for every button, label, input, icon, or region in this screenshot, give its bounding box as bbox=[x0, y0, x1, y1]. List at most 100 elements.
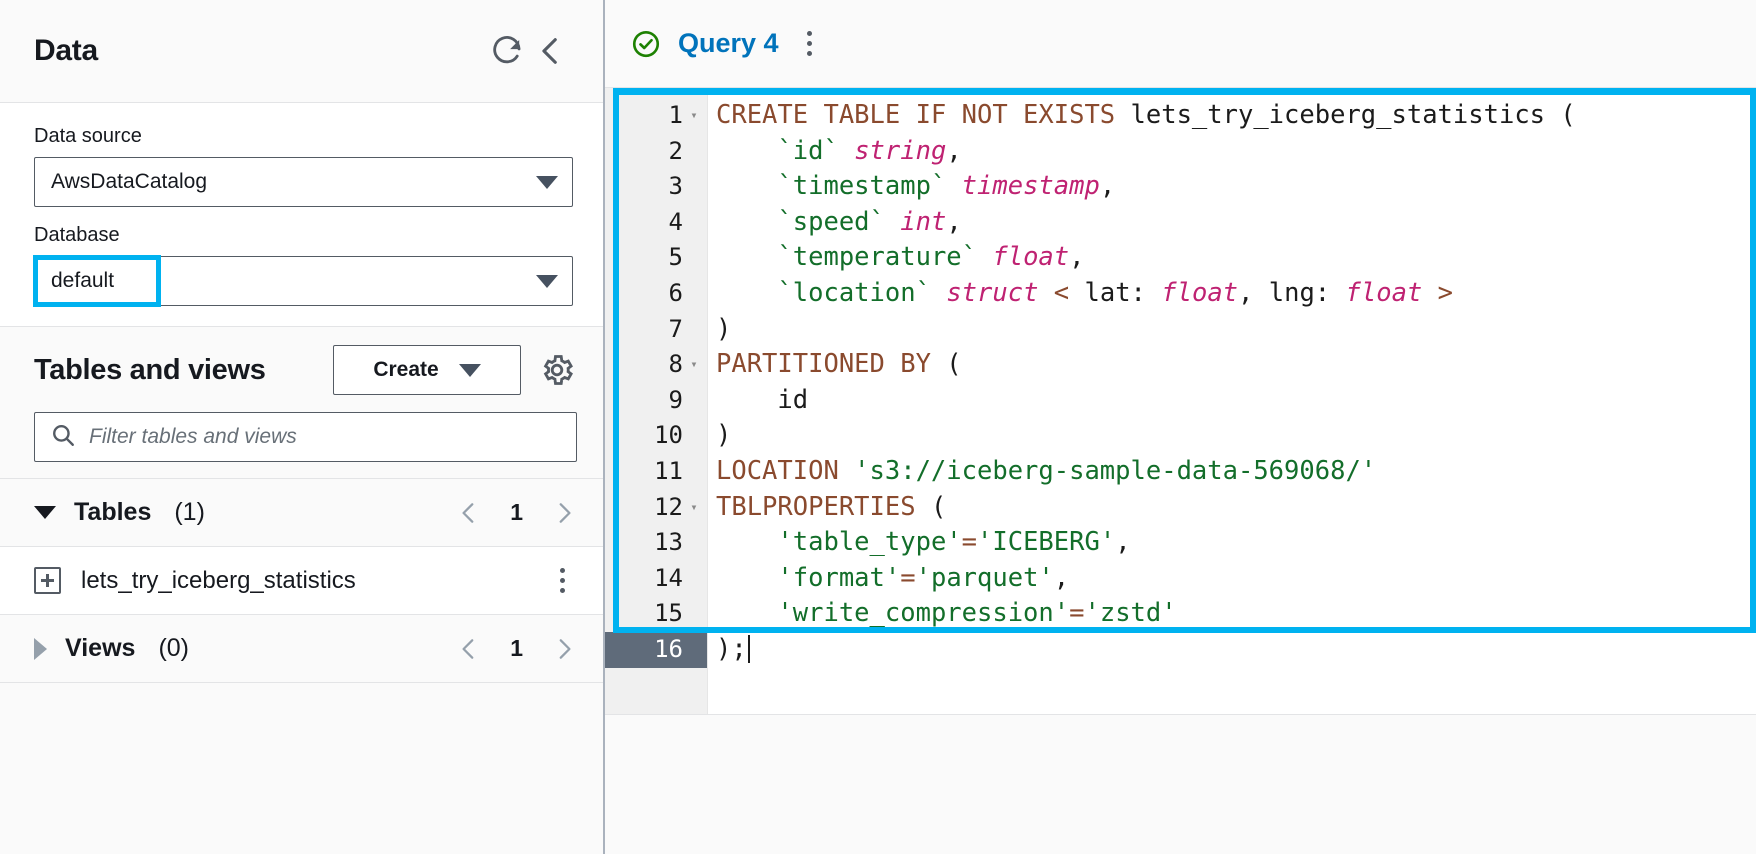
code-line-15[interactable]: 'write_compression'='zstd' bbox=[716, 596, 1756, 632]
gutter-line-6[interactable]: 6 bbox=[605, 276, 707, 312]
collapse-panel-icon[interactable] bbox=[529, 29, 573, 73]
token-kw: CREATE TABLE IF NOT EXISTS bbox=[716, 100, 1131, 130]
fold-toggle-icon[interactable]: ▾ bbox=[690, 357, 698, 372]
code-line-1[interactable]: CREATE TABLE IF NOT EXISTS lets_try_iceb… bbox=[716, 98, 1756, 134]
prev-page-icon[interactable] bbox=[456, 500, 482, 526]
token-kw: LOCATION bbox=[716, 455, 855, 486]
editor-highlight-top bbox=[613, 88, 1756, 95]
plus-box-icon[interactable] bbox=[34, 567, 61, 594]
gutter-line-15[interactable]: 15 bbox=[605, 596, 707, 632]
gutter-line-9[interactable]: 9 bbox=[605, 383, 707, 419]
code-line-11[interactable]: LOCATION 's3://iceberg-sample-data-56906… bbox=[716, 454, 1756, 490]
gutter-line-7[interactable]: 7 bbox=[605, 312, 707, 348]
token-punct: , bbox=[1053, 562, 1070, 593]
gutter-line-3[interactable]: 3 bbox=[605, 169, 707, 205]
database-select[interactable]: default bbox=[34, 256, 573, 306]
line-number: 11 bbox=[654, 456, 683, 485]
chevron-down-icon[interactable] bbox=[34, 506, 56, 519]
query-tab-bar: Query 4 bbox=[605, 0, 1756, 88]
prev-page-icon[interactable] bbox=[456, 636, 482, 662]
kebab-menu-icon[interactable] bbox=[796, 31, 824, 56]
token-typ: struct bbox=[946, 277, 1039, 308]
gutter-line-2[interactable]: 2 bbox=[605, 134, 707, 170]
token-op: > bbox=[1422, 277, 1453, 308]
filter-tables-box[interactable] bbox=[34, 412, 577, 462]
line-number: 14 bbox=[654, 563, 683, 592]
gutter-line-16[interactable]: 16 bbox=[605, 631, 707, 668]
refresh-icon[interactable] bbox=[485, 29, 529, 73]
next-page-icon[interactable] bbox=[551, 636, 577, 662]
current-page-views[interactable]: 1 bbox=[510, 635, 523, 661]
fold-toggle-icon[interactable]: ▾ bbox=[690, 108, 698, 122]
sidebar-header: Data bbox=[0, 0, 603, 103]
kebab-menu-icon[interactable] bbox=[547, 568, 577, 593]
token-typ: float bbox=[992, 242, 1070, 273]
token-bq: `id` bbox=[777, 135, 839, 166]
token-str: 'ICEBERG' bbox=[977, 527, 1116, 558]
data-source-select[interactable]: AwsDataCatalog bbox=[34, 157, 573, 207]
code-line-14[interactable]: 'format'='parquet', bbox=[716, 561, 1756, 597]
token-str: 'parquet' bbox=[915, 562, 1054, 593]
token-punct: ( bbox=[930, 491, 947, 522]
editor-bottom-pane bbox=[605, 714, 1756, 854]
gutter-line-5[interactable]: 5 bbox=[605, 240, 707, 276]
gutter-line-1[interactable]: 1▾ bbox=[605, 98, 707, 134]
group-label-views: Views bbox=[65, 634, 136, 662]
token-op: < bbox=[1038, 277, 1085, 308]
gutter-line-12[interactable]: 12 ▾ bbox=[605, 490, 707, 526]
code-line-6[interactable]: `location` struct < lat: float, lng: flo… bbox=[716, 276, 1756, 312]
gutter-line-4[interactable]: 4 bbox=[605, 205, 707, 241]
token-ident: id bbox=[716, 384, 809, 415]
token-op: = bbox=[1069, 598, 1085, 629]
code-line-10[interactable]: ) bbox=[716, 418, 1756, 454]
token-ident bbox=[977, 242, 992, 272]
fold-toggle-icon[interactable]: ▾ bbox=[690, 499, 698, 514]
code-line-8[interactable]: PARTITIONED BY ( bbox=[716, 347, 1756, 383]
filter-tables-input[interactable] bbox=[89, 425, 561, 449]
source-selectors: Data source AwsDataCatalog Database defa… bbox=[0, 103, 603, 327]
create-button[interactable]: Create bbox=[333, 345, 521, 395]
code-line-2[interactable]: `id` string, bbox=[716, 134, 1756, 170]
code-line-3[interactable]: `timestamp` timestamp, bbox=[716, 169, 1756, 205]
check-circle-icon bbox=[631, 29, 661, 59]
token-kw: PARTITIONED BY bbox=[716, 349, 947, 380]
tab-query-4[interactable]: Query 4 bbox=[678, 28, 779, 58]
gutter-line-8[interactable]: 8▾ bbox=[605, 347, 707, 383]
code-line-9[interactable]: id bbox=[716, 383, 1756, 419]
token-ident bbox=[946, 171, 961, 201]
code-line-4[interactable]: `speed` int, bbox=[716, 205, 1756, 241]
next-page-icon[interactable] bbox=[551, 500, 577, 526]
gutter-line-14[interactable]: 14 bbox=[605, 561, 707, 597]
group-header-tables[interactable]: Tables (1) 1 bbox=[0, 479, 603, 547]
token-ident bbox=[716, 278, 777, 308]
token-str: 's3://iceberg-sample-data-569068/' bbox=[854, 455, 1377, 486]
gear-icon[interactable] bbox=[537, 350, 577, 390]
sql-text[interactable]: CREATE TABLE IF NOT EXISTS lets_try_iceb… bbox=[708, 88, 1756, 854]
database-value: default bbox=[51, 269, 115, 292]
token-bq: `temperature` bbox=[777, 242, 978, 273]
group-header-views[interactable]: Views (0) 1 bbox=[0, 615, 603, 683]
token-ident bbox=[716, 207, 777, 237]
chevron-down-icon bbox=[536, 175, 558, 189]
code-line-5[interactable]: `temperature` float, bbox=[716, 240, 1756, 276]
line-number: 12 bbox=[654, 492, 683, 521]
database-label: Database bbox=[34, 224, 120, 246]
gutter-line-10[interactable]: 10 bbox=[605, 418, 707, 454]
code-line-13[interactable]: 'table_type'='ICEBERG', bbox=[716, 525, 1756, 561]
data-source-value: AwsDataCatalog bbox=[51, 170, 208, 193]
code-line-7[interactable]: ) bbox=[716, 312, 1756, 348]
line-number: 7 bbox=[668, 314, 683, 343]
code-line-16[interactable]: ); bbox=[716, 632, 1756, 668]
token-punct: ); bbox=[716, 633, 747, 664]
create-button-label: Create bbox=[373, 358, 439, 381]
chevron-right-icon[interactable] bbox=[34, 637, 47, 660]
gutter-line-11[interactable]: 11 bbox=[605, 454, 707, 490]
table-row[interactable]: lets_try_iceberg_statistics bbox=[0, 547, 603, 615]
data-sidebar: Data Data source AwsDataCatalog bbox=[0, 0, 605, 854]
gutter-line-13[interactable]: 13 bbox=[605, 525, 707, 561]
current-page-tables[interactable]: 1 bbox=[510, 499, 523, 525]
chevron-down-icon bbox=[458, 363, 481, 377]
code-line-12[interactable]: TBLPROPERTIES ( bbox=[716, 490, 1756, 526]
